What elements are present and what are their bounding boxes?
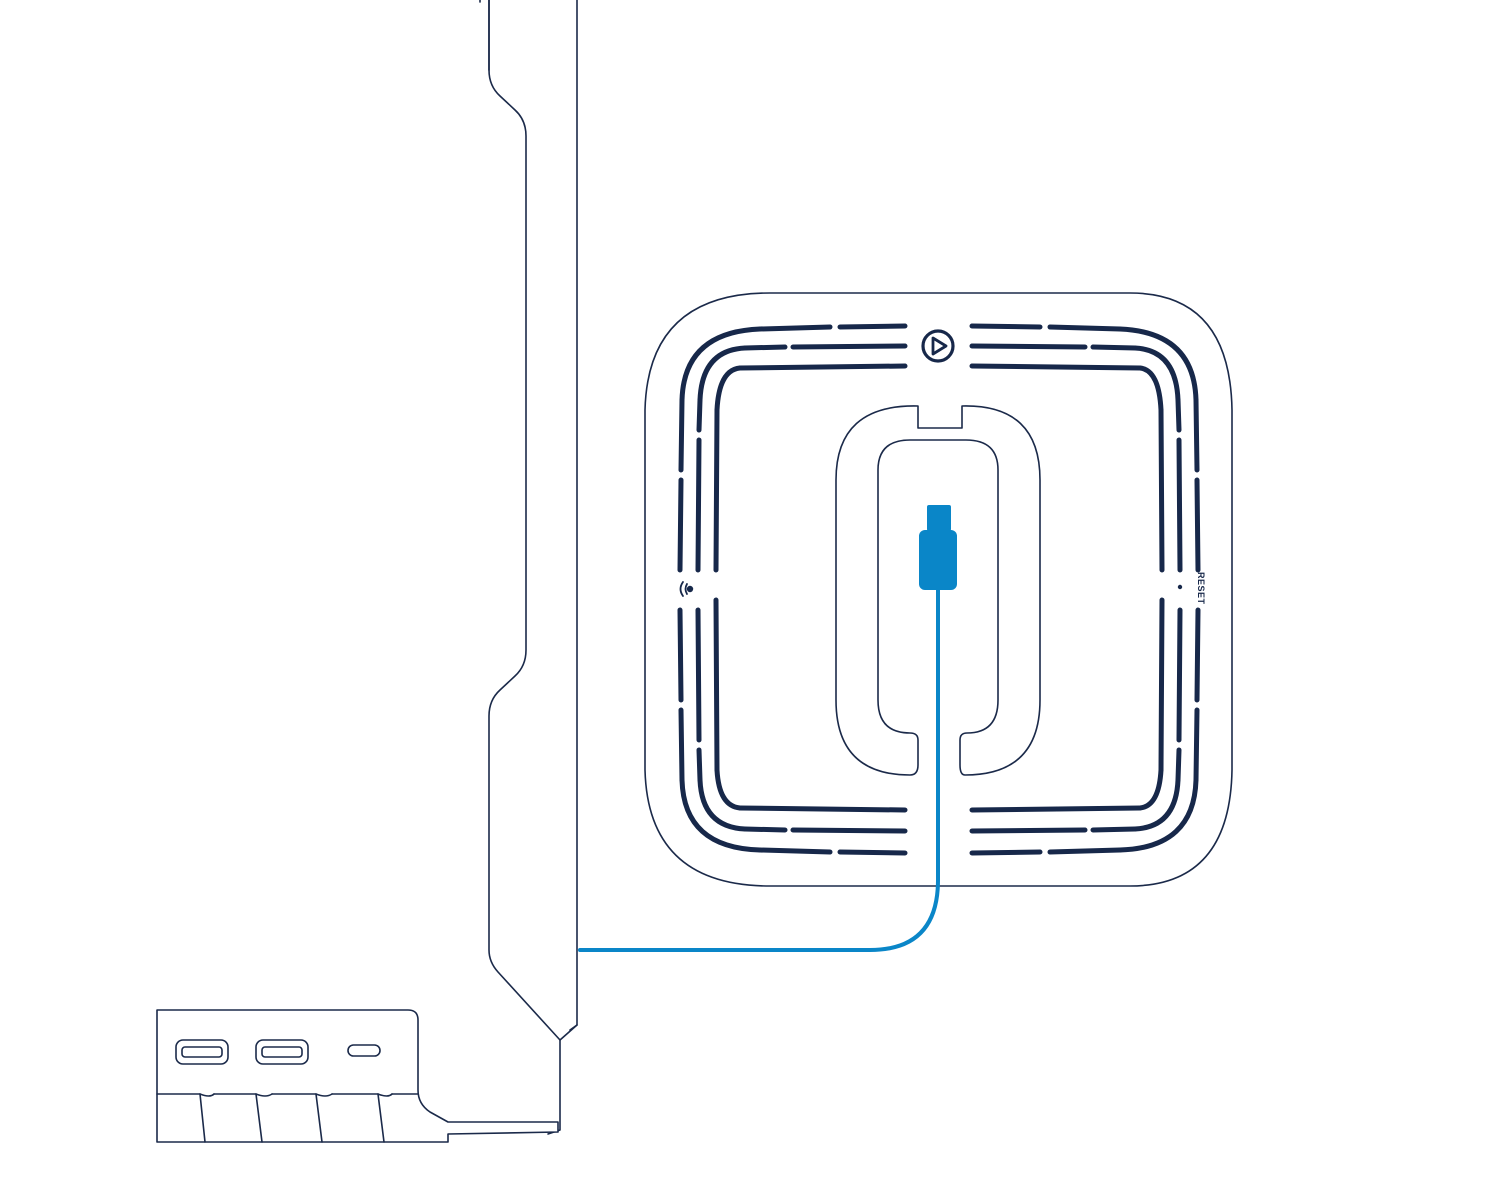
usb-c-port: [347, 1044, 381, 1057]
dock-body: [156, 1009, 559, 1143]
cable-line: [578, 588, 940, 952]
usb-a-port-2-inner: [261, 1046, 303, 1058]
elgato-logo-icon: [921, 329, 955, 363]
signal-indicator-icon: [679, 581, 694, 597]
usb-a-connector-icon: [919, 505, 957, 590]
computer-side-panel: [479, 0, 578, 1135]
computer-base-dock: [156, 1009, 559, 1143]
reset-button: RESET: [1177, 572, 1206, 605]
cable-loop-outer: [835, 405, 1041, 776]
vent-pattern: [677, 323, 1201, 856]
dock-slat-dividers: [199, 1093, 393, 1097]
reset-label: RESET: [1196, 572, 1206, 605]
panel-outer-edge: [569, 0, 578, 1031]
panel-bevel-profile: [488, 0, 578, 1041]
usb-a-port-1-inner: [181, 1046, 223, 1058]
usb-cable: [578, 505, 957, 952]
panel-foot: [547, 1039, 561, 1135]
